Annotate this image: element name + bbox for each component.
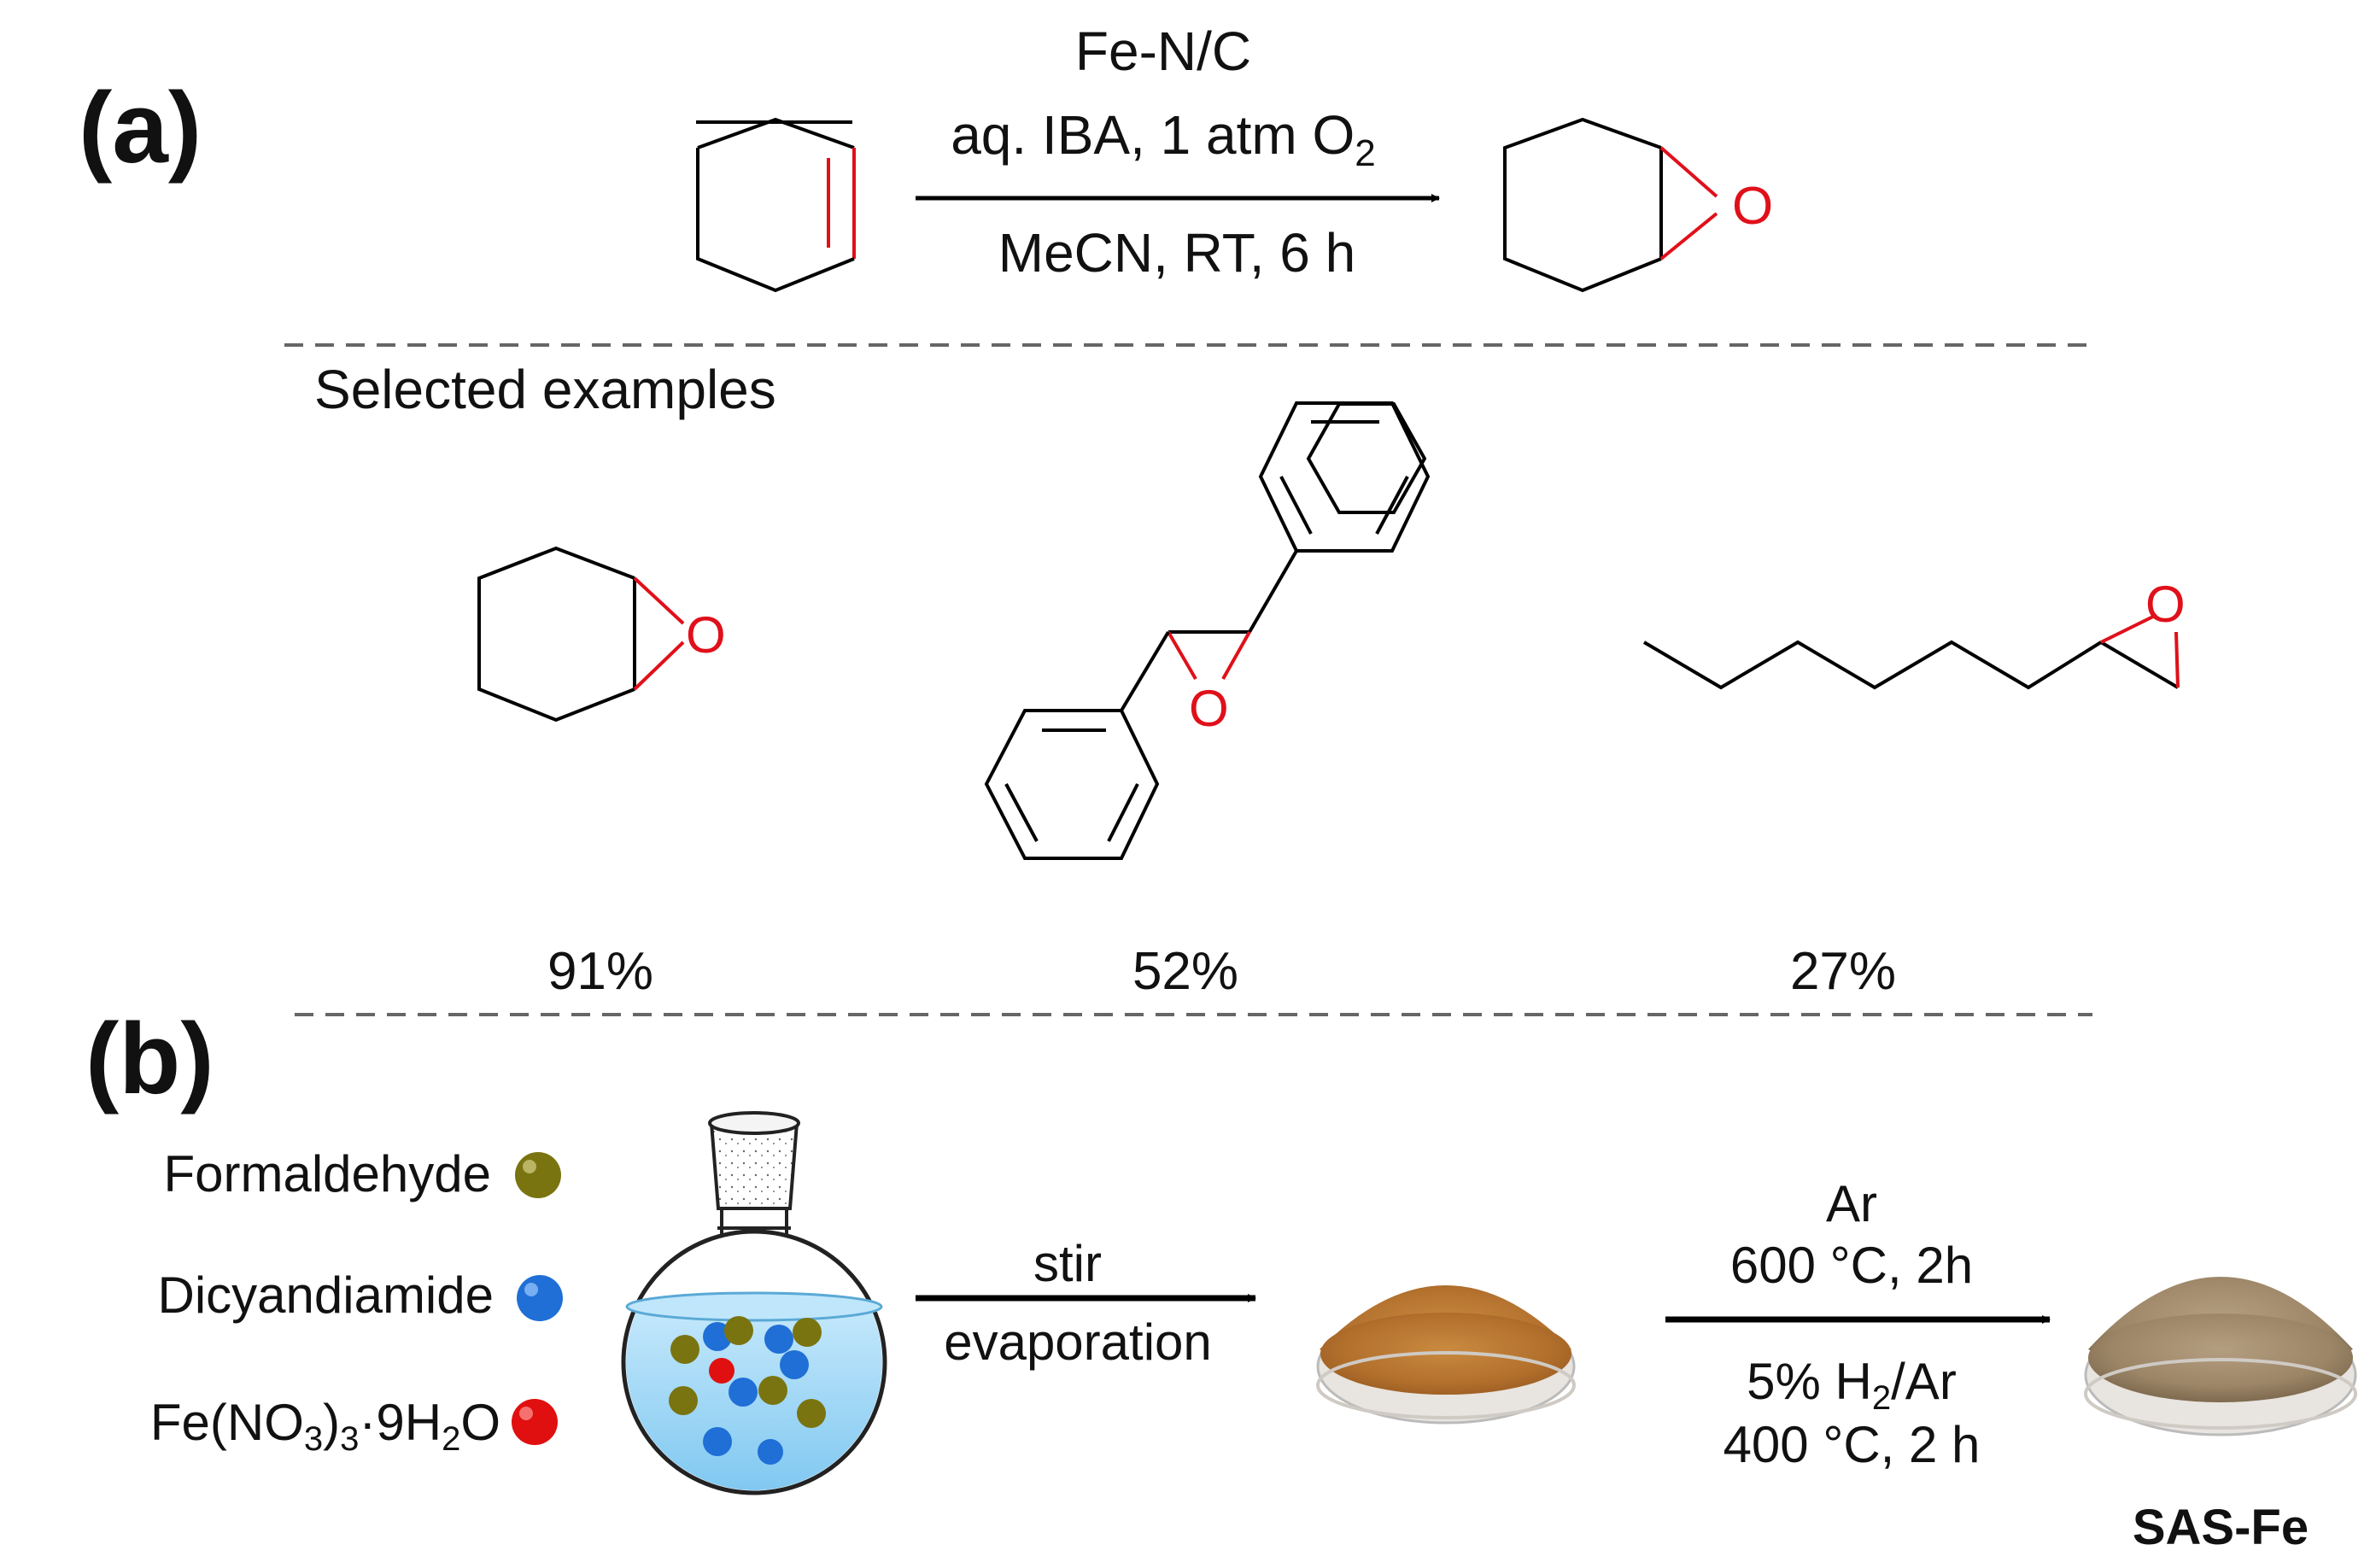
formaldehyde-ball-icon	[515, 1152, 561, 1198]
example-3-yield: 27%	[1790, 942, 1896, 1001]
step2-temp1-label: 600 °C, 2h	[1730, 1237, 1973, 1294]
panel-b-label: (b)	[85, 1003, 214, 1115]
reagents-label: aq. IBA, 1 atm O2	[951, 104, 1376, 174]
catalyst-label: Fe-N/C	[1075, 20, 1251, 82]
legend-iron-nitrate-label: Fe(NO3)3·9H2O	[150, 1394, 500, 1458]
step2-temp2-label: 400 °C, 2 h	[1723, 1416, 1981, 1473]
step2-gas-label: Ar	[1826, 1175, 1877, 1232]
iron-nitrate-ball-icon	[512, 1399, 558, 1445]
solvent-label: MeCN, RT, 6 h	[998, 222, 1356, 284]
example-1-oxygen: O	[686, 606, 726, 664]
example-1-structure	[477, 546, 685, 723]
step2-gas2-label: 5% H2/Ar	[1747, 1353, 1957, 1417]
legend-dicyandiamide-label: Dicyandiamide	[157, 1267, 494, 1324]
step1-stir-label: stir	[1033, 1235, 1102, 1292]
panel-a-label: (a)	[79, 72, 202, 184]
product-label: SAS-Fe	[2133, 1500, 2309, 1555]
example-3-oxygen: O	[2145, 576, 2186, 633]
product-oxygen-label: O	[1732, 177, 1773, 236]
example-3-structure	[1642, 613, 2180, 690]
example-2-yield: 52%	[1132, 942, 1238, 1001]
example-1-yield: 91%	[547, 942, 653, 1001]
cyclohexene-ring	[696, 117, 856, 293]
cyclohexene-oxide-product	[1503, 117, 1718, 293]
examples-title: Selected examples	[314, 359, 776, 420]
example-2-structure	[984, 401, 1431, 860]
round-bottom-flask-illustration	[621, 1111, 887, 1495]
example-2-oxygen: O	[1189, 680, 1229, 737]
intermediate-powder-dish	[1316, 1285, 1576, 1425]
legend-formaldehyde-label: Formaldehyde	[163, 1145, 491, 1202]
dicyandiamide-ball-icon	[517, 1275, 563, 1321]
sas-fe-powder-dish	[2084, 1277, 2357, 1436]
step1-evaporation-label: evaporation	[944, 1313, 1212, 1371]
